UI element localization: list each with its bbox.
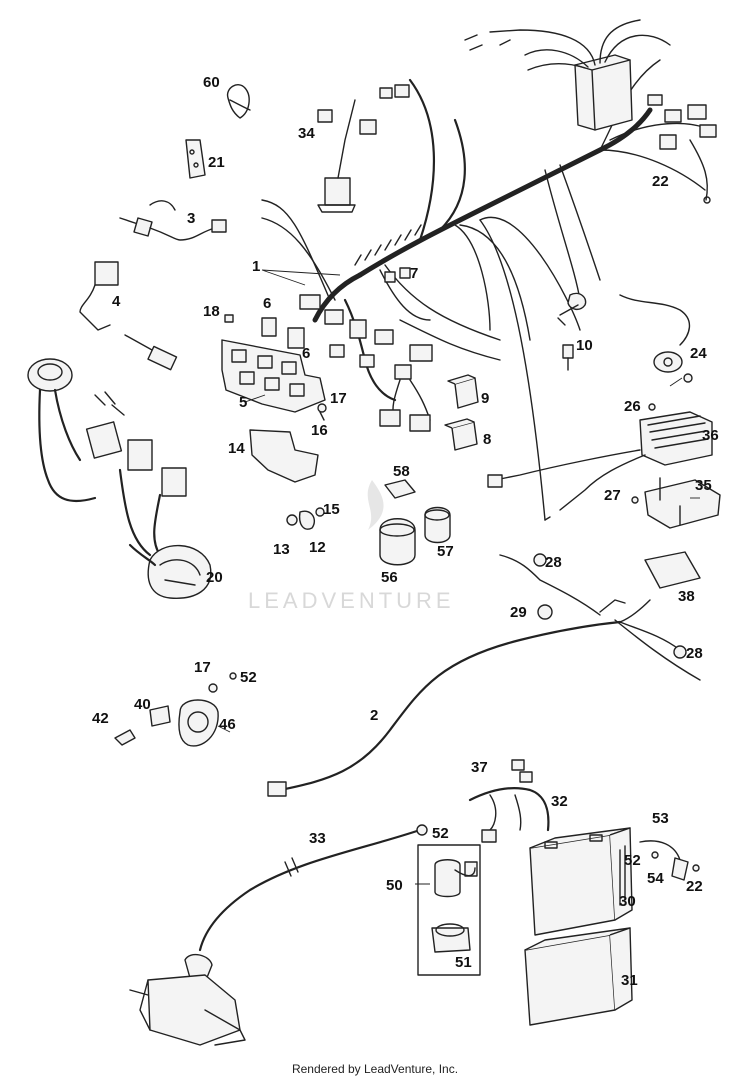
speed-sensor xyxy=(619,294,693,383)
voltage-regulator xyxy=(487,403,713,521)
callout-30: 30 xyxy=(619,893,636,910)
callout-27: 27 xyxy=(604,487,621,504)
callout-8: 8 xyxy=(483,431,491,448)
mount-bracket xyxy=(249,429,319,483)
starter-motor xyxy=(129,824,428,1046)
battery-cable xyxy=(468,759,550,843)
callout-6: 6 xyxy=(263,295,271,312)
callout-16: 16 xyxy=(311,422,328,439)
rubber-pad xyxy=(644,551,701,589)
cdi-unit xyxy=(464,19,717,204)
callout-28: 28 xyxy=(686,645,703,662)
callout-5: 5 xyxy=(239,394,247,411)
callout-3: 3 xyxy=(187,210,195,227)
callout-22: 22 xyxy=(652,173,669,190)
callout-6: 6 xyxy=(302,345,310,362)
main-harness xyxy=(261,59,711,521)
regulator-bracket xyxy=(631,477,721,529)
battery xyxy=(529,827,633,936)
callout-52: 52 xyxy=(624,852,641,869)
callout-2: 2 xyxy=(370,707,378,724)
callout-57: 57 xyxy=(437,543,454,560)
watermark: LEADVENTURE xyxy=(248,480,455,613)
fuses xyxy=(384,267,411,283)
callout-34: 34 xyxy=(298,125,315,142)
callout-12: 12 xyxy=(309,539,326,556)
callout-42: 42 xyxy=(92,710,109,727)
callout-38: 38 xyxy=(678,588,695,605)
callout-9: 9 xyxy=(481,390,489,407)
callout-21: 21 xyxy=(208,154,225,171)
sub-harness xyxy=(267,553,701,797)
callout-46: 46 xyxy=(219,716,236,733)
callout-20: 20 xyxy=(206,569,223,586)
clamp-ring xyxy=(226,84,251,119)
callout-54: 54 xyxy=(647,870,664,887)
callout-7: 7 xyxy=(410,265,418,282)
callout-56: 56 xyxy=(381,569,398,586)
horn-assembly xyxy=(114,672,237,747)
credit-line: Rendered by LeadVenture, Inc. xyxy=(291,1062,459,1076)
callout-58: 58 xyxy=(393,463,410,480)
callout-10: 10 xyxy=(576,337,593,354)
callout-24: 24 xyxy=(690,345,707,362)
callout-52: 52 xyxy=(432,825,449,842)
relays xyxy=(444,374,479,451)
bracket xyxy=(185,139,206,179)
callout-31: 31 xyxy=(621,972,638,989)
callout-22: 22 xyxy=(686,878,703,895)
fuse-plate xyxy=(221,314,327,421)
callout-15: 15 xyxy=(323,501,340,518)
starter-housing xyxy=(128,543,212,599)
callout-51: 51 xyxy=(455,954,472,971)
callout-13: 13 xyxy=(273,541,290,558)
callout-36: 36 xyxy=(702,427,719,444)
callout-17: 17 xyxy=(330,390,347,407)
battery-box xyxy=(524,927,633,1026)
callout-1: 1 xyxy=(252,258,260,275)
ignition-coil xyxy=(27,261,187,557)
callout-labels: 60 34 21 3 22 1 7 4 18 6 6 10 24 9 5 17 … xyxy=(92,74,719,989)
callout-26: 26 xyxy=(624,398,641,415)
leader-lines xyxy=(217,269,700,885)
switch xyxy=(557,292,587,371)
callout-14: 14 xyxy=(228,440,245,457)
watermark-text: LEADVENTURE xyxy=(248,588,455,613)
callout-4: 4 xyxy=(112,293,121,310)
sensor xyxy=(119,200,227,241)
callout-35: 35 xyxy=(695,477,712,494)
callout-29: 29 xyxy=(510,604,527,621)
callout-17: 17 xyxy=(194,659,211,676)
callout-53: 53 xyxy=(652,810,669,827)
callout-32: 32 xyxy=(551,793,568,810)
callout-33: 33 xyxy=(309,830,326,847)
callout-50: 50 xyxy=(386,877,403,894)
callout-37: 37 xyxy=(471,759,488,776)
small-parts xyxy=(286,479,451,566)
ground-cable xyxy=(639,840,700,881)
starter-relay xyxy=(417,844,481,976)
callout-52: 52 xyxy=(240,669,257,686)
callout-40: 40 xyxy=(134,696,151,713)
callout-28: 28 xyxy=(545,554,562,571)
callout-60: 60 xyxy=(203,74,220,91)
callout-18: 18 xyxy=(203,303,220,320)
